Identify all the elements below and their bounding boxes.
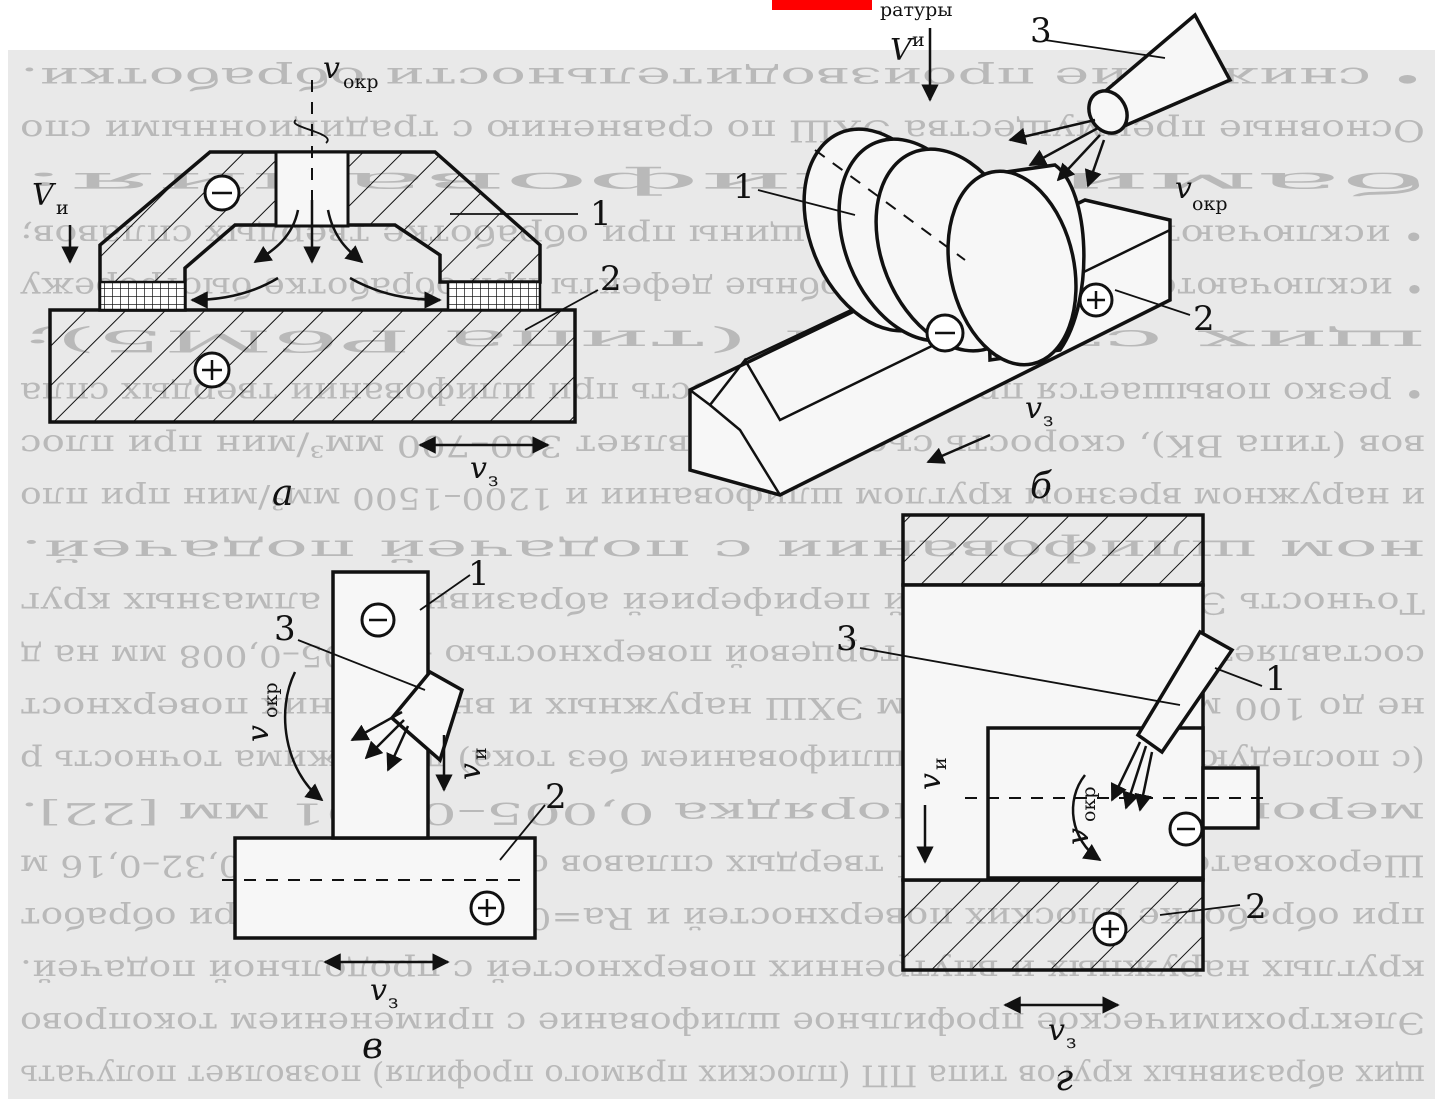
fig-g-jet [1110, 741, 1142, 802]
fig-a-v-okr: v [323, 51, 340, 86]
fig-a-workpiece [48, 308, 577, 424]
fig-b-caption: б [1030, 466, 1053, 507]
fig-g-v-okr: v [1061, 828, 1096, 845]
fig-g-v-i: v [913, 773, 948, 790]
fig-b-v-okr-sub: окр [1192, 193, 1227, 215]
fig-b-table-arrow [926, 433, 991, 464]
fig-b-leader-1 [757, 189, 856, 216]
figure-v: v окр v и 1 3 2 v з в [222, 554, 567, 1067]
fig-a-flow [253, 209, 300, 264]
fig-g-leader-2 [1159, 904, 1241, 916]
fig-b-callout-3: 3 [1030, 11, 1052, 51]
fig-a-abrasive-right [446, 280, 542, 312]
bleed-line: щих абразивных кругов типа ПП (плоских п… [20, 1058, 1425, 1093]
fig-v-caption: в [362, 1026, 383, 1067]
fig-a-flow [326, 209, 364, 264]
fig-g-callout-2: 2 [1245, 887, 1267, 927]
fig-b-axis [814, 149, 966, 261]
fig-g-housing-top [901, 513, 1205, 587]
fig-a-abrasive-left [98, 280, 187, 312]
fig-v-v-i: v [453, 763, 488, 780]
top-mark: ратуры [880, 0, 952, 21]
fig-b-v-z: v [1025, 391, 1042, 426]
fig-g-nozzle [1135, 629, 1235, 755]
fig-g-housing-bottom [901, 878, 1205, 972]
bleed-line: Электрохимическое профильное шлифование … [20, 1005, 1425, 1040]
fig-a-v-i: V [32, 178, 57, 213]
fig-v-v-z-sub: з [388, 991, 398, 1013]
fig-g-jet [1134, 751, 1154, 812]
fig-b-wheel-face [946, 169, 1078, 367]
fig-g-caption: г [1055, 1058, 1073, 1099]
bleed-line: Основные преимущества ЭХШ по сравнению с… [20, 113, 1425, 148]
fig-b-leader-3 [1044, 39, 1166, 59]
fig-g-callout-3: 3 [836, 619, 858, 659]
fig-g-jet [1122, 745, 1148, 810]
fig-b-leader-2 [1114, 289, 1191, 316]
fig-b-v-i-sub: и [912, 29, 925, 51]
figure-g: v и v окр 3 1 2 v з г [836, 513, 1287, 1099]
fig-a-caption: а [272, 473, 293, 514]
figure-a: V и v окр 1 2 v з а [32, 51, 622, 514]
fig-v-callout-2: 2 [545, 777, 567, 817]
fig-g-rotation-arrow [1071, 774, 1102, 862]
fig-v-jet [364, 719, 405, 760]
fig-b-jet [1084, 139, 1106, 188]
fig-a-rotation [293, 119, 329, 144]
bleed-line: Шероховатость после ЭХШ твердых сплавов … [20, 848, 1425, 883]
bleed-line: не до 100 мм. При круглом ЭХШ наружных и… [20, 690, 1425, 725]
bleed-line: Точность ЭХШ плоскостей периферией абраз… [20, 585, 1425, 620]
fig-b-v-i: V [890, 33, 915, 68]
fig-v-callout-1: 1 [468, 554, 490, 594]
red-corner-mark [772, 0, 872, 10]
fig-v-v-z: v [370, 973, 387, 1008]
fig-v-v-okr-sub: окр [260, 683, 282, 718]
fig-g-leader-3 [859, 647, 1181, 706]
fig-g-leader-1 [1214, 667, 1263, 687]
fig-a-flow [349, 276, 442, 309]
fig-b-callout-2: 2 [1193, 299, 1215, 339]
fig-g-v-z: v [1048, 1013, 1065, 1048]
fig-v-leader-1 [419, 574, 471, 611]
fig-v-leader-3 [297, 639, 426, 691]
fig-v-leader-2 [499, 804, 546, 861]
fig-b-v-okr: v [1175, 171, 1192, 206]
fig-g-v-z-sub: з [1066, 1031, 1076, 1053]
fig-v-callout-3: 3 [274, 609, 296, 649]
fig-v-jet [386, 725, 410, 772]
fig-a-flow [190, 276, 279, 309]
fig-a-v-z: v [470, 451, 487, 486]
fig-b-callout-1: 1 [733, 167, 755, 207]
fig-b-jet [1028, 126, 1099, 167]
fig-v-v-okr: v [241, 725, 276, 742]
fig-v-rotation-arrow [283, 671, 324, 802]
fig-b-jet [1056, 134, 1101, 182]
bleed-line: при обработке плоских поверхностей и Ra=… [20, 900, 1425, 935]
fig-g-v-i-sub: и [929, 757, 951, 770]
fig-b-jet [1008, 118, 1096, 145]
fig-g-v-okr-sub: окр [1078, 787, 1100, 822]
figure-b: V и v окр 1 2 3 v з б [688, 11, 1233, 507]
fig-b-groove-lower [709, 404, 782, 496]
fig-g-callout-1: 1 [1265, 659, 1287, 699]
fig-a-callout-2: 2 [600, 259, 622, 299]
fig-a-v-okr-sub: окр [343, 71, 378, 93]
bleed-line: и наружном врезном круглом шлифовании и … [20, 480, 1425, 515]
fig-b-v-z-sub: з [1043, 409, 1053, 431]
bleed-line: • исключаются прижоги и подобные дефекты… [20, 270, 1425, 305]
fig-v-jet [350, 710, 403, 742]
bleed-line: ном шлифовании с подачей подачей. [20, 533, 1425, 568]
bleed-line: круглых наружных и внутренних поверхност… [20, 953, 1425, 988]
fig-a-v-i-sub: и [56, 197, 69, 219]
fig-a-callout-1: 1 [590, 194, 612, 234]
fig-a-v-z-sub: з [488, 469, 498, 491]
fig-a-leader-2 [524, 289, 599, 331]
fig-v-v-i-sub: и [469, 747, 491, 760]
